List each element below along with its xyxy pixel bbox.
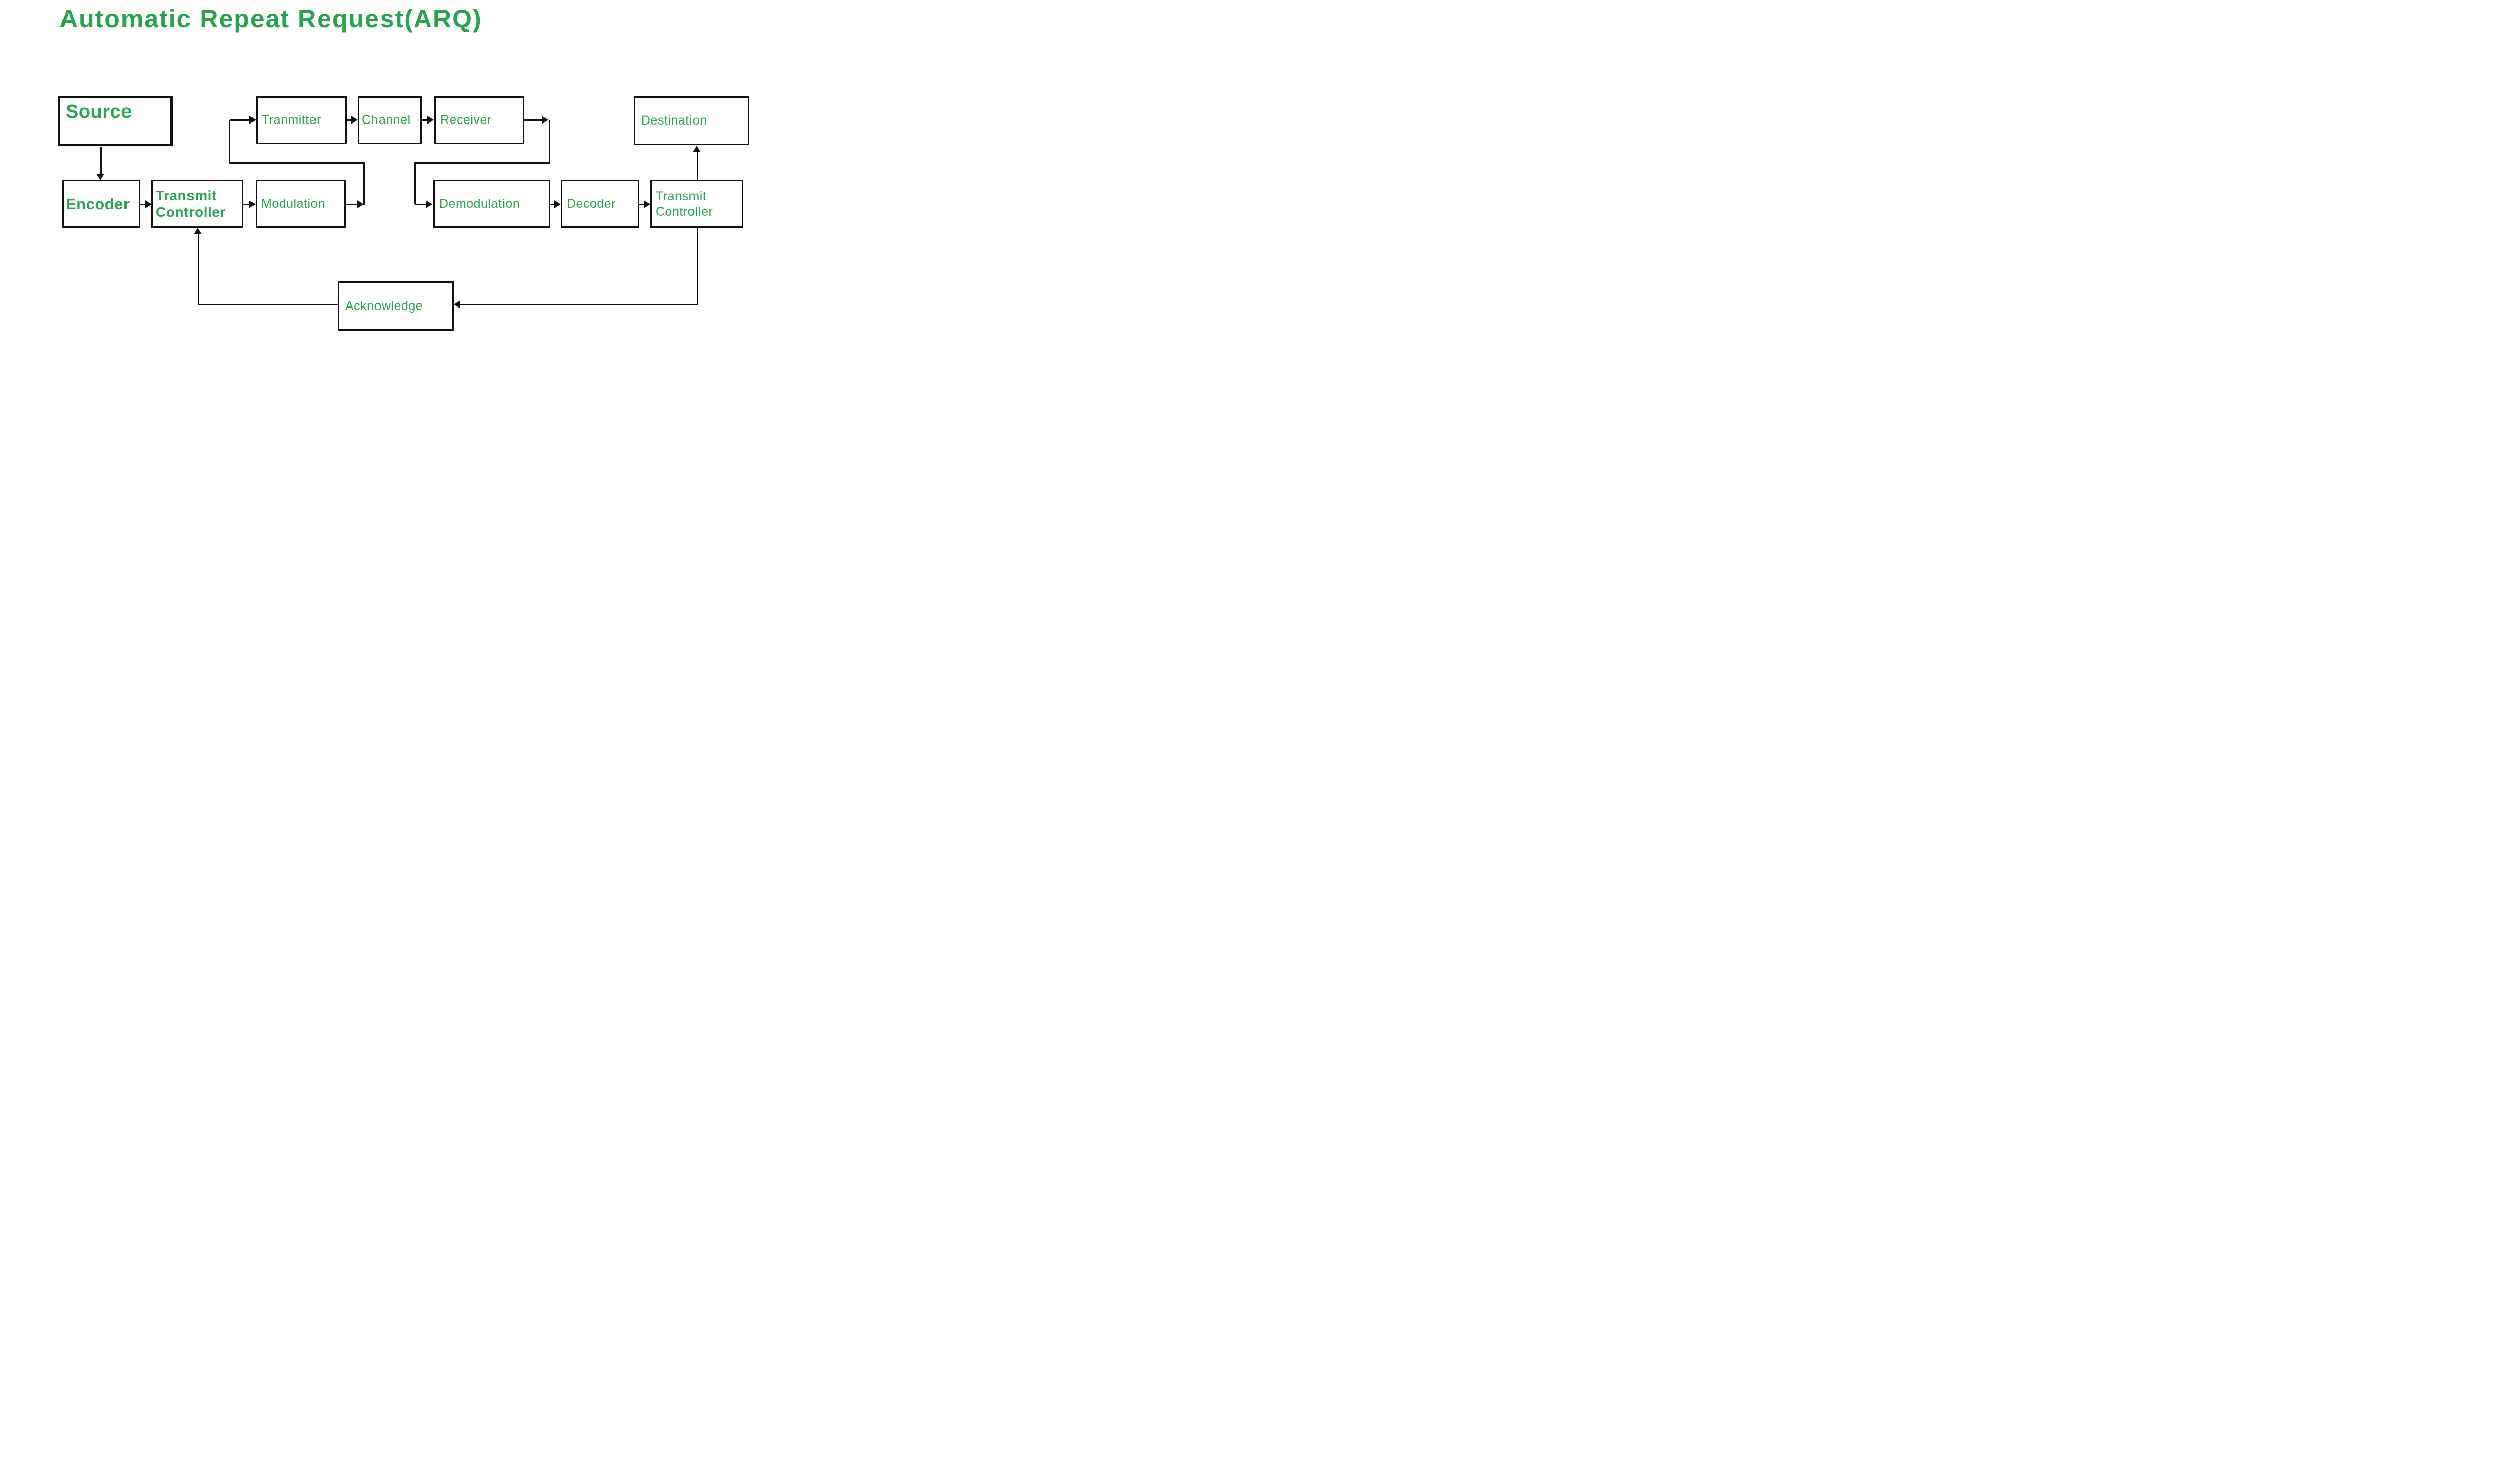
node-destination-label: Destination: [641, 113, 707, 128]
node-demodulation-label: Demodulation: [439, 197, 520, 211]
arrowhead-up-into-tc1: [194, 228, 202, 234]
connector-receiver-crossbar: [414, 162, 550, 164]
connector-into-demodulation: [415, 204, 428, 205]
connector-modulation-riser: [363, 162, 365, 205]
connector-receiver-dropper: [549, 120, 550, 163]
node-tranmitter-label: Tranmitter: [262, 113, 321, 128]
arrowhead-right-into-receiver: [427, 116, 434, 124]
node-channel: Channel: [358, 96, 422, 144]
connector-encoder-tc1: [140, 204, 147, 205]
arrowhead-right-into-tranmitter: [249, 116, 256, 124]
connector-decoder-tc2: [639, 204, 645, 205]
connector-source-encoder: [100, 147, 102, 174]
connector-tranmitter-riser: [229, 120, 230, 164]
node-transmit-controller-1-label: Transmit Controller: [156, 188, 226, 220]
node-receiver: Receiver: [434, 96, 524, 144]
node-transmit-controller-2: Transmit Controller: [650, 180, 743, 228]
arrowhead-down-into-encoder: [96, 174, 104, 180]
connector-tc2-down: [697, 228, 698, 305]
connector-into-tranmitter: [230, 119, 251, 121]
node-acknowledge-label: Acknowledge: [345, 298, 423, 313]
node-encoder: Encoder: [62, 180, 140, 228]
arrowhead-left-into-acknowledge: [454, 300, 460, 309]
arrowhead-right-into-demodulation: [426, 200, 432, 208]
arrowhead-right-modulation-corner: [357, 200, 364, 208]
node-destination: Destination: [634, 96, 749, 145]
arrowhead-right-into-modulation: [249, 200, 256, 208]
connector-acknowledge-riser: [198, 234, 199, 305]
diagram-title: Automatic Repeat Request(ARQ): [59, 5, 482, 33]
node-transmit-controller-1: Transmit Controller: [151, 180, 243, 228]
connector-demodulation-decoder: [550, 204, 556, 205]
node-transmit-controller-2-label: Transmit Controller: [656, 189, 713, 219]
arrowhead-right-into-tc1: [145, 200, 152, 208]
node-acknowledge: Acknowledge: [338, 281, 454, 331]
node-decoder-label: Decoder: [566, 197, 616, 211]
arrowhead-right-into-tc2: [644, 200, 650, 208]
node-source: Source: [58, 96, 173, 146]
connector-channel-receiver: [422, 119, 429, 121]
node-receiver-label: Receiver: [440, 113, 492, 128]
connector-modulation-out: [346, 204, 359, 205]
node-channel-label: Channel: [362, 113, 411, 128]
node-modulation: Modulation: [256, 180, 346, 228]
node-decoder: Decoder: [561, 180, 639, 228]
arrowhead-up-into-destination: [692, 146, 701, 152]
arq-block-diagram: Automatic Repeat Request(ARQ) Source Tra…: [0, 0, 790, 361]
node-encoder-label: Encoder: [66, 195, 130, 213]
arrowhead-right-into-decoder: [554, 200, 561, 208]
node-modulation-label: Modulation: [261, 197, 326, 211]
node-source-label: Source: [66, 101, 132, 122]
connector-into-acknowledge: [460, 304, 698, 305]
connector-acknowledge-out: [199, 304, 338, 305]
arrowhead-right-receiver-corner: [542, 116, 548, 124]
node-tranmitter: Tranmitter: [256, 96, 347, 144]
arrowhead-right-into-channel: [351, 116, 358, 124]
node-demodulation: Demodulation: [433, 180, 550, 228]
connector-tc2-destination: [697, 152, 698, 180]
connector-tc1-modulation: [243, 204, 250, 205]
connector-tranmitter-channel: [347, 119, 352, 121]
connector-receiver-out: [524, 119, 543, 121]
connector-modulation-crossbar: [229, 162, 365, 164]
connector-demodulation-dropper: [414, 164, 416, 204]
